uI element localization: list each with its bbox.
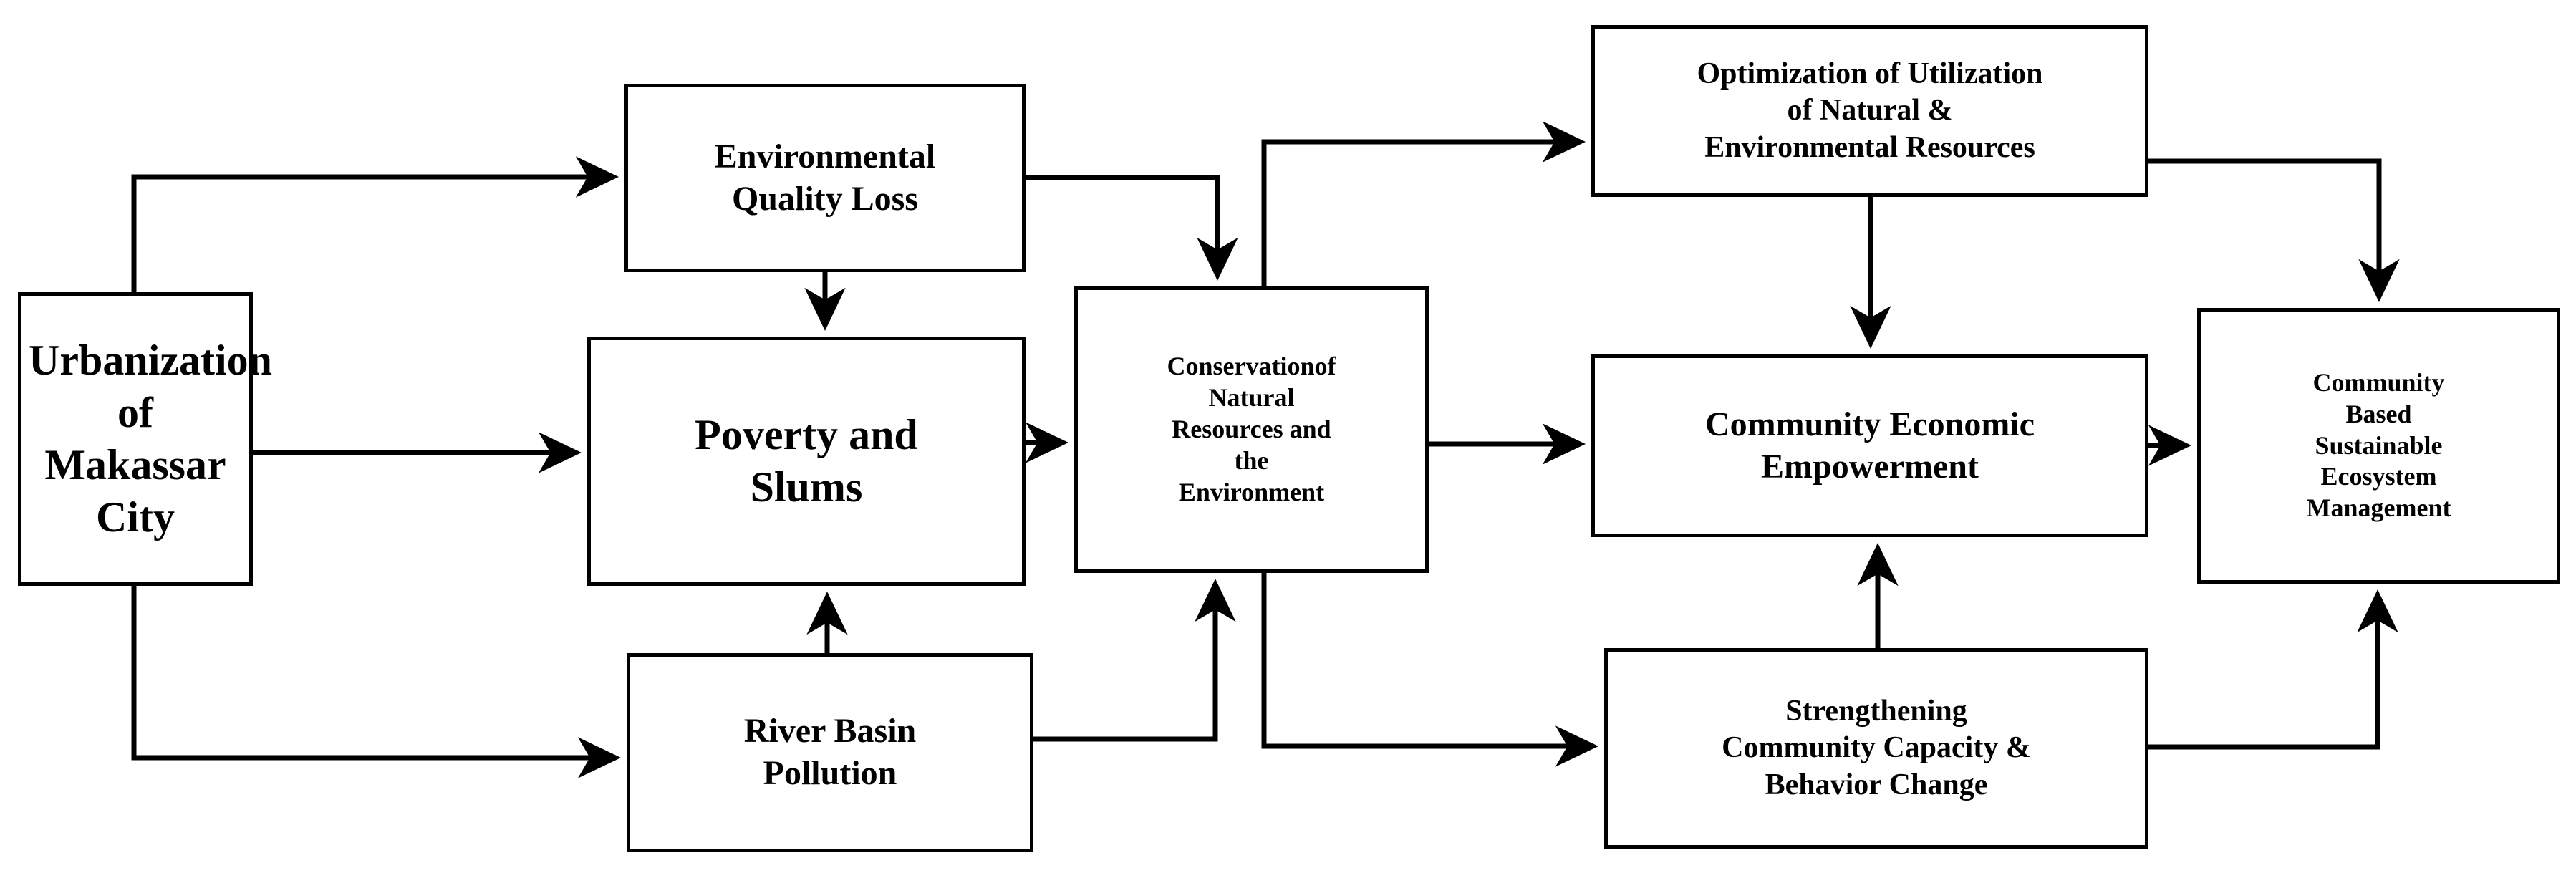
edge-strengthening-community-capacity-to-community-based-ecosystem-management (2148, 589, 2398, 750)
edge-conservation-to-strengthening-community-capacity (1261, 573, 1599, 767)
edge-urbanization-to-environmental-quality-loss (131, 156, 619, 292)
edge-urbanization-to-river-basin-pollution (131, 586, 622, 778)
node-poverty-and-slums[interactable]: Poverty and Slums (587, 337, 1026, 586)
node-river-basin-pollution-label: River Basin Pollution (743, 712, 917, 792)
node-strengthening-community-capacity[interactable]: Strengthening Community Capacity & Behav… (1604, 648, 2148, 849)
node-strengthening-community-capacity-label: Strengthening Community Capacity & Behav… (1722, 695, 2031, 801)
node-community-based-ecosystem-management[interactable]: Community Based Sustainable Ecosystem Ma… (2197, 308, 2560, 584)
edge-optimization-to-community-based-ecosystem-management (2148, 158, 2400, 303)
edge-environmental-quality-loss-to-conservation (1026, 175, 1238, 281)
node-urbanization-label: Urbanization of Makassar City (29, 336, 273, 541)
node-conservation-label: Conservationof Natural Resources and the… (1167, 352, 1336, 506)
node-urbanization[interactable]: Urbanization of Makassar City (18, 292, 273, 586)
node-environmental-quality-loss-label: Environmental Quality Loss (714, 137, 936, 218)
node-environmental-quality-loss[interactable]: Environmental Quality Loss (624, 84, 1026, 272)
node-conservation[interactable]: Conservationof Natural Resources and the… (1074, 286, 1429, 573)
node-poverty-and-slums-label: Poverty and Slums (695, 410, 918, 511)
edge-conservation-to-optimization (1261, 121, 1586, 286)
node-optimization-label: Optimization of Utilization of Natural &… (1697, 57, 2043, 164)
node-optimization[interactable]: Optimization of Utilization of Natural &… (1591, 25, 2148, 197)
node-community-economic-empowerment[interactable]: Community Economic Empowerment (1591, 354, 2148, 537)
edge-river-basin-pollution-to-conservation (1033, 578, 1236, 742)
node-community-economic-empowerment-label: Community Economic Empowerment (1705, 405, 2035, 486)
node-community-based-ecosystem-management-label: Community Based Sustainable Ecosystem Ma… (2306, 367, 2451, 523)
node-river-basin-pollution[interactable]: River Basin Pollution (627, 653, 1033, 852)
